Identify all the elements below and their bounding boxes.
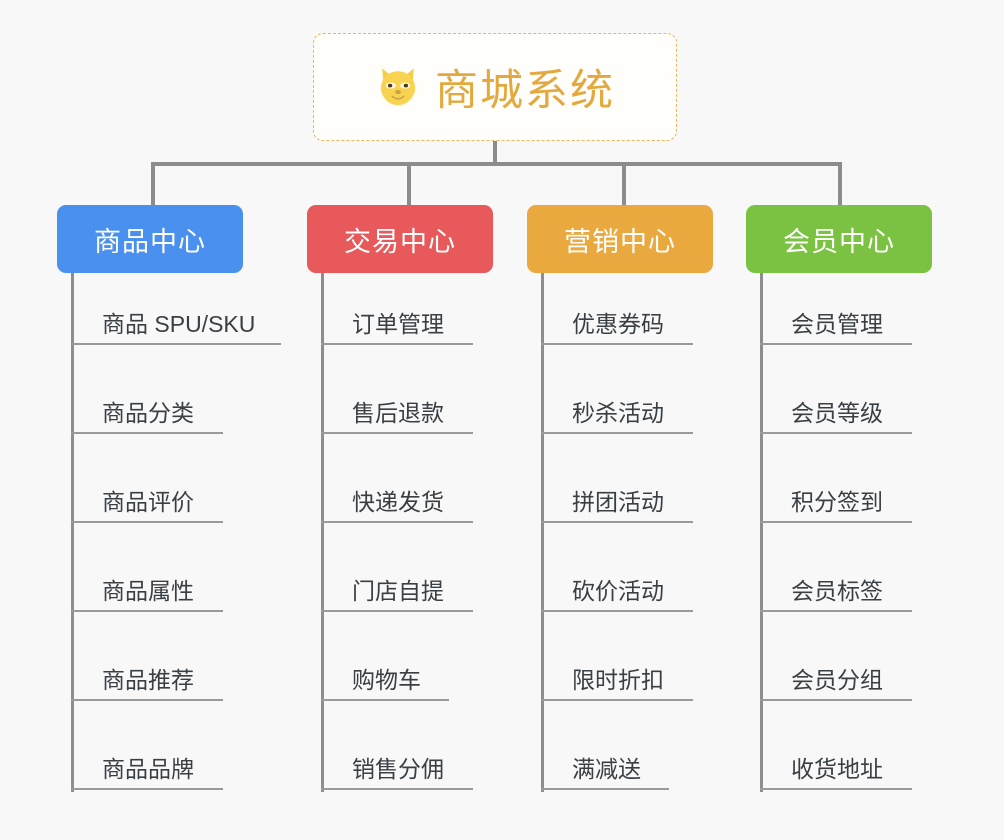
leaf-underline	[760, 699, 912, 701]
category-label: 营销中心	[564, 226, 676, 257]
leaf-underline	[71, 788, 223, 790]
leaf-underline	[321, 788, 473, 790]
leaf-label: 快递发货	[352, 489, 444, 515]
leaf-label: 积分签到	[791, 489, 883, 515]
branch-trunk-line	[321, 273, 324, 792]
leaf-underline	[760, 521, 912, 523]
leaf-label: 会员分组	[791, 667, 883, 693]
category-label: 商品中心	[94, 226, 206, 257]
branch-trunk-line	[760, 273, 763, 792]
leaf-label: 售后退款	[352, 400, 444, 426]
leaf-underline	[71, 610, 223, 612]
leaf-underline	[541, 432, 693, 434]
drop-line-1	[151, 162, 155, 205]
leaf-underline	[760, 343, 912, 345]
leaf-label: 商品分类	[102, 400, 194, 426]
leaf-label: 优惠券码	[572, 311, 664, 337]
drop-line-3	[622, 162, 626, 205]
category-box-4[interactable]: 会员中心	[746, 205, 932, 273]
leaf-label: 订单管理	[352, 311, 444, 337]
horizontal-bus-line	[151, 162, 842, 166]
branch-trunk-line	[71, 273, 74, 792]
leaf-label: 商品 SPU/SKU	[102, 311, 256, 337]
leaf-underline	[760, 610, 912, 612]
leaf-underline	[321, 432, 473, 434]
leaf-label: 限时折扣	[572, 667, 664, 693]
leaf-label: 销售分佣	[352, 756, 444, 782]
category-label: 交易中心	[344, 226, 456, 257]
leaf-label: 商品评价	[102, 489, 194, 515]
leaf-label: 商品品牌	[102, 756, 194, 782]
category-label: 会员中心	[783, 226, 895, 257]
leaf-label: 满减送	[572, 756, 641, 782]
leaf-underline	[541, 699, 693, 701]
leaf-underline	[321, 343, 473, 345]
leaf-underline	[321, 610, 473, 612]
root-stem-line	[493, 141, 497, 166]
leaf-label: 购物车	[352, 667, 421, 693]
leaf-underline	[541, 788, 669, 790]
leaf-underline	[760, 788, 912, 790]
leaf-underline	[541, 343, 693, 345]
shiba-dog-face-icon	[375, 64, 421, 110]
leaf-underline	[71, 521, 223, 523]
leaf-label: 商品推荐	[102, 667, 194, 693]
root-title: 商城系统	[435, 67, 615, 115]
category-box-1[interactable]: 商品中心	[57, 205, 243, 273]
leaf-label: 收货地址	[791, 756, 883, 782]
leaf-underline	[760, 432, 912, 434]
leaf-underline	[71, 432, 223, 434]
leaf-label: 拼团活动	[572, 489, 664, 515]
drop-line-2	[407, 162, 411, 205]
leaf-underline	[321, 521, 473, 523]
leaf-underline	[541, 610, 693, 612]
branch-trunk-line	[541, 273, 544, 792]
category-box-3[interactable]: 营销中心	[527, 205, 713, 273]
drop-line-4	[838, 162, 842, 205]
leaf-underline	[321, 699, 449, 701]
leaf-label: 砍价活动	[572, 578, 664, 604]
category-box-2[interactable]: 交易中心	[307, 205, 493, 273]
leaf-underline	[541, 521, 693, 523]
root-node[interactable]: 商城系统	[313, 33, 677, 141]
leaf-label: 会员标签	[791, 578, 883, 604]
leaf-underline	[71, 343, 281, 345]
leaf-label: 秒杀活动	[572, 400, 664, 426]
leaf-label: 会员管理	[791, 311, 883, 337]
leaf-label: 会员等级	[791, 400, 883, 426]
leaf-label: 商品属性	[102, 578, 194, 604]
leaf-underline	[71, 699, 223, 701]
leaf-label: 门店自提	[352, 578, 444, 604]
